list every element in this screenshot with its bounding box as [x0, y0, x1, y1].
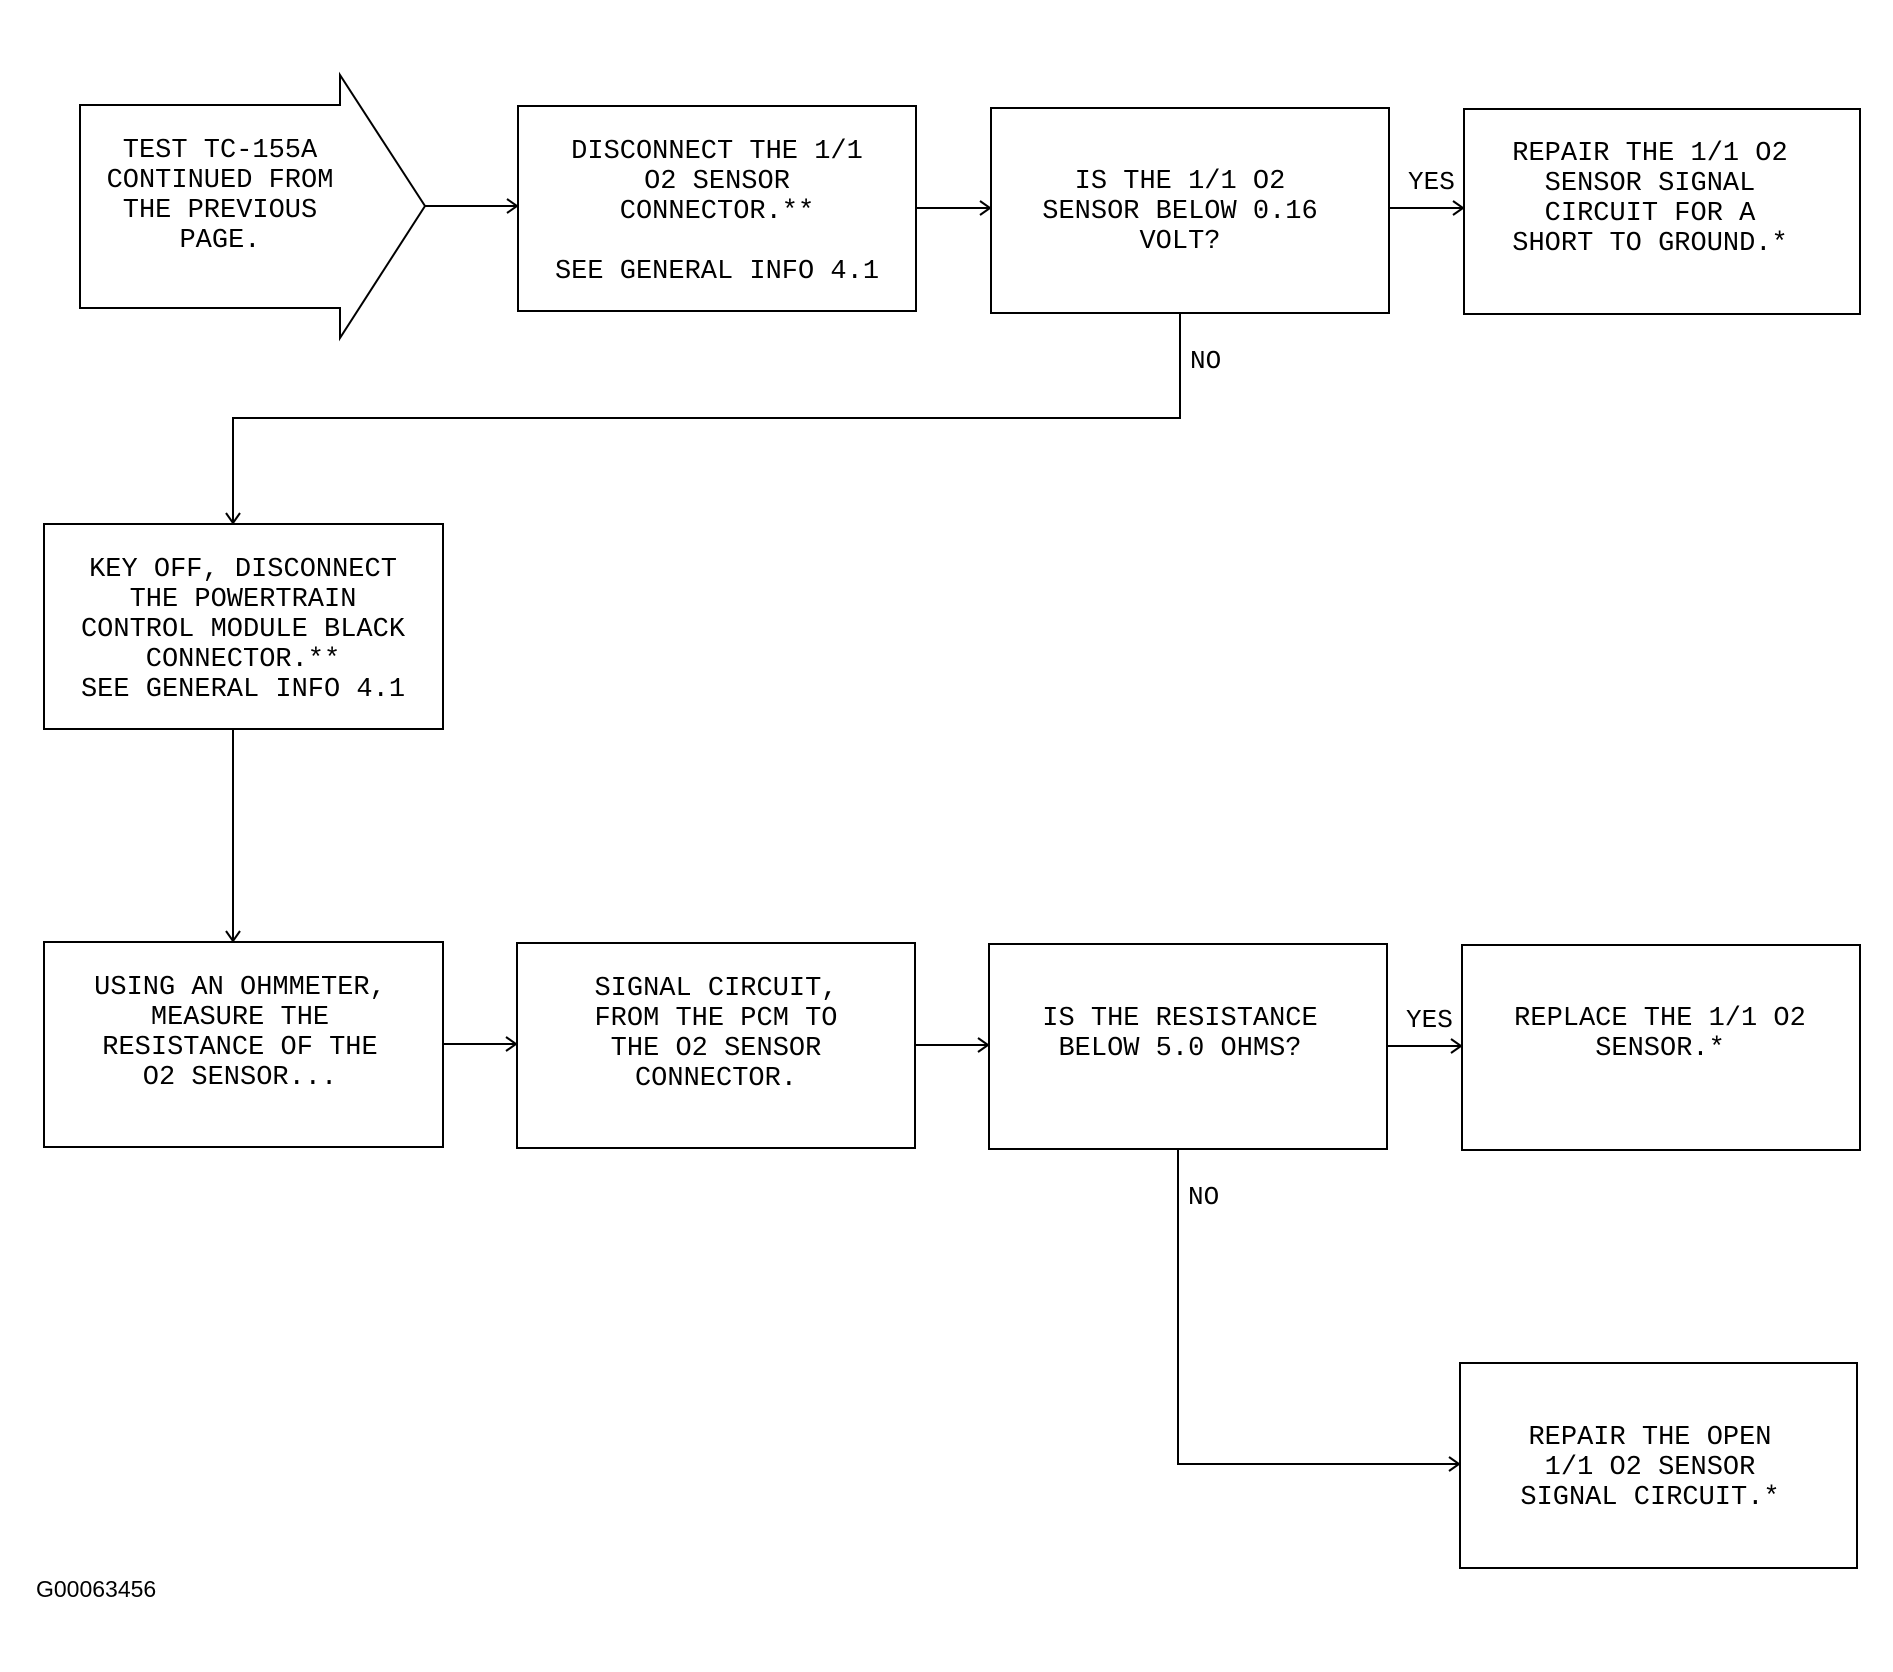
- resistance-question-box: [988, 943, 1388, 1150]
- connector-key-off-to-ohmmeter: [225, 729, 241, 943]
- node-text-line: CONTROL MODULE BLACK: [81, 615, 406, 645]
- node-text-line: CONNECTOR.**: [146, 645, 340, 675]
- node-text-line: PAGE.: [179, 226, 260, 256]
- node-text-line: TEST TC-155A: [123, 136, 318, 166]
- key-off-box: [43, 523, 444, 730]
- voltage-question-box: [990, 107, 1390, 314]
- disconnect-o2-box: [517, 105, 917, 312]
- ohmmeter-box: [43, 941, 444, 1148]
- node-text-line: SENSOR BELOW 0.16: [1042, 197, 1317, 227]
- connector-yes-to-replace: [1387, 1038, 1463, 1054]
- connector-start-to-disconnect: [425, 198, 519, 214]
- yes-label-1: YES: [1408, 167, 1455, 197]
- node-text-line: SEE GENERAL INFO 4.1: [81, 675, 405, 705]
- node-text-line: CIRCUIT FOR A: [1545, 199, 1756, 229]
- connector-disconnect-to-question: [916, 200, 992, 216]
- connector-no-to-repair-open: [1177, 1149, 1461, 1472]
- node-text-line: SENSOR SIGNAL: [1545, 169, 1756, 199]
- node-text-line: SIGNAL CIRCUIT,: [594, 974, 837, 1004]
- node-text-line: DISCONNECT THE 1/1: [571, 137, 863, 167]
- replace-sensor-box: [1461, 944, 1861, 1151]
- repair-open-box: [1459, 1362, 1858, 1569]
- signal-circuit-box: [516, 942, 916, 1149]
- node-text-line: REPLACE THE 1/1 O2: [1514, 1004, 1806, 1034]
- connector-ohmmeter-to-signal: [443, 1036, 518, 1052]
- node-text-line: CONTINUED FROM: [107, 166, 334, 196]
- node-text-line: SHORT TO GROUND.*: [1512, 229, 1787, 259]
- node-text-line: USING AN OHMMETER,: [94, 973, 386, 1003]
- node-text-line: SEE GENERAL INFO 4.1: [555, 257, 879, 287]
- node-text-line: IS THE 1/1 O2: [1075, 167, 1286, 197]
- yes-label-2: YES: [1406, 1005, 1453, 1035]
- node-text-line: THE O2 SENSOR: [611, 1034, 822, 1064]
- node-text-line: BELOW 5.0 OHMS?: [1058, 1034, 1301, 1064]
- figure-code: G00063456: [36, 1576, 156, 1602]
- connector-signal-to-resistance: [915, 1037, 990, 1053]
- node-text-line: SIGNAL CIRCUIT.*: [1520, 1483, 1779, 1513]
- repair-short-box: [1463, 108, 1861, 315]
- node-text-line: KEY OFF, DISCONNECT: [89, 555, 397, 585]
- node-text-line: SENSOR.*: [1595, 1034, 1725, 1064]
- node-text-line: FROM THE PCM TO: [594, 1004, 837, 1034]
- node-text-line: THE POWERTRAIN: [130, 585, 357, 615]
- node-text-line: IS THE RESISTANCE: [1042, 1004, 1317, 1034]
- start-arrow-shape: [79, 71, 427, 342]
- node-text-line: CONNECTOR.: [635, 1064, 797, 1094]
- node-text-line: THE PREVIOUS: [123, 196, 317, 226]
- no-label-1: NO: [1190, 346, 1221, 376]
- connector-no-to-key-off: [225, 313, 1181, 525]
- node-text-line: 1/1 O2 SENSOR: [1545, 1453, 1756, 1483]
- node-text-line: O2 SENSOR: [644, 167, 790, 197]
- node-text-line: O2 SENSOR...: [143, 1063, 337, 1093]
- node-text-line: VOLT?: [1139, 227, 1220, 257]
- node-text-line: REPAIR THE 1/1 O2: [1512, 139, 1787, 169]
- no-label-2: NO: [1188, 1182, 1219, 1212]
- node-text-line: CONNECTOR.**: [620, 197, 814, 227]
- connector-yes-to-repair-short: [1389, 200, 1465, 216]
- node-text-line: RESISTANCE OF THE: [102, 1033, 377, 1063]
- node-text-line: REPAIR THE OPEN: [1528, 1423, 1771, 1453]
- node-text-line: MEASURE THE: [151, 1003, 329, 1033]
